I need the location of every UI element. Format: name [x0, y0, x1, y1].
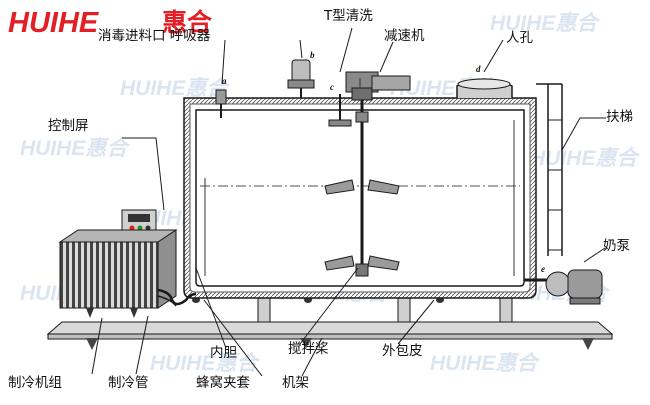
part-labels: 消毒进料口 呼吸器 T型清洗 减速机 人孔 控制屏 扶梯 奶泵 内胆 搅拌桨 外…	[8, 8, 633, 391]
watermark-text: HUIHE惠合	[430, 351, 540, 375]
label-reducer: 减速机	[384, 28, 425, 44]
t-clean-pipe: c	[328, 82, 352, 127]
tank-body	[183, 97, 537, 299]
label-breather-sensor: 消毒进料口 呼吸器	[98, 28, 211, 44]
logo-latin-text: HUIHE	[8, 7, 100, 39]
watermark-text: HUIHE惠合	[530, 146, 640, 170]
milk-pump: e	[524, 264, 603, 305]
label-honeycomb-jacket: 蜂窝夹套	[196, 374, 250, 391]
label-ladder: 扶梯	[606, 109, 633, 125]
point-mark-c: c	[330, 82, 334, 92]
inner-tank	[195, 109, 525, 287]
watermark-text: HUIHE惠合	[20, 136, 130, 160]
machine-frame	[46, 295, 614, 350]
label-refrig-pipe: 制冷管	[108, 375, 149, 391]
inlet-probe: a	[215, 76, 227, 118]
refrigeration-unit	[58, 229, 178, 318]
label-inner-tank: 内胆	[210, 345, 237, 361]
refrigeration-pipe	[157, 288, 197, 307]
ladder	[536, 83, 563, 256]
reducer-motor	[345, 71, 411, 101]
label-outer-skin: 外包皮	[382, 343, 423, 359]
huihe-logo: HUIHE 惠合	[8, 7, 213, 39]
point-mark-d: d	[476, 64, 481, 74]
label-control-screen: 控制屏	[48, 118, 89, 134]
logo-cjk-text: 惠合	[162, 8, 213, 37]
agitator	[324, 86, 400, 277]
watermark-text: HUIHE惠合	[490, 11, 600, 35]
manhole: d	[456, 64, 513, 98]
label-manhole: 人孔	[506, 30, 534, 46]
label-milk-pump: 奶泵	[603, 238, 630, 254]
point-mark-a: a	[222, 76, 227, 86]
label-refrig-unit: 制冷机组	[8, 375, 62, 391]
label-frame: 机架	[282, 375, 309, 391]
watermark-text: HUIHE惠合	[120, 76, 230, 100]
label-agitator: 搅拌桨	[288, 340, 329, 357]
label-t-clean: T型清洗	[323, 8, 373, 24]
point-mark-e: e	[541, 264, 545, 274]
point-mark-b: b	[310, 50, 315, 60]
watermark-text: HUIHE惠合	[150, 351, 260, 375]
breather-valve: b	[287, 50, 315, 98]
leader-lines	[91, 27, 606, 377]
